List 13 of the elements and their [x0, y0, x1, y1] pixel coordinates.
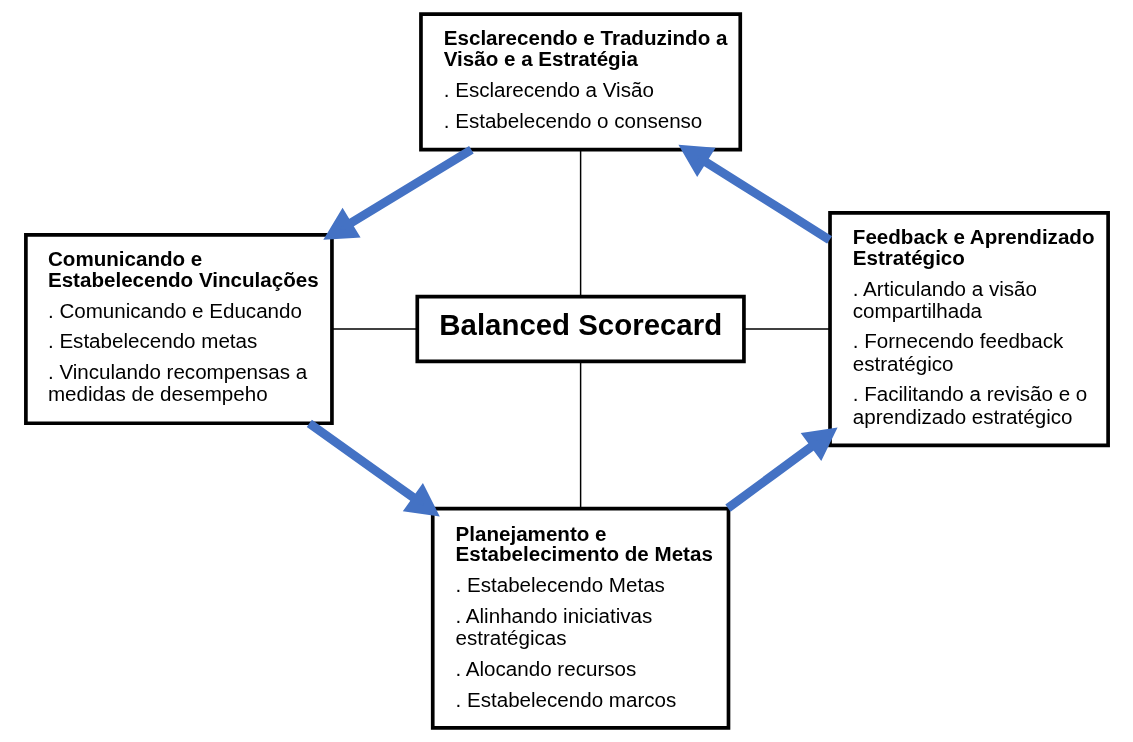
connector — [742, 328, 830, 330]
arrow — [724, 427, 838, 512]
connector — [579, 361, 581, 509]
node-box: Balanced Scorecard — [414, 294, 746, 364]
arrow — [306, 419, 440, 517]
node-box: Planejamento e Estabelecimento de Metas . Estabelecendo Metas . Alinhando iniciativas estratégicas . Alocando recursos . Estabelecendo marcos — [430, 506, 730, 730]
connector — [579, 149, 581, 298]
arrow — [322, 146, 474, 240]
connector — [331, 328, 418, 330]
arrow — [677, 144, 832, 244]
node-box: Esclarecendo e Traduzindo a Visão e a Estratégia . Esclarecendo a Visão . Estabelecendo o consenso — [418, 12, 742, 152]
node-box: Feedback e Aprendizado Estratégico . Articulando a visão compartilhada . Fornecendo feedback estratégico . Facilitando a revisão e o aprendizado estratégico — [827, 211, 1110, 448]
node-box: Comunicando e Estabelecendo Vinculações . Comunicando e Educando . Estabelecendo metas . Vinculando recompensas a medidas de desempeho — [23, 233, 334, 426]
